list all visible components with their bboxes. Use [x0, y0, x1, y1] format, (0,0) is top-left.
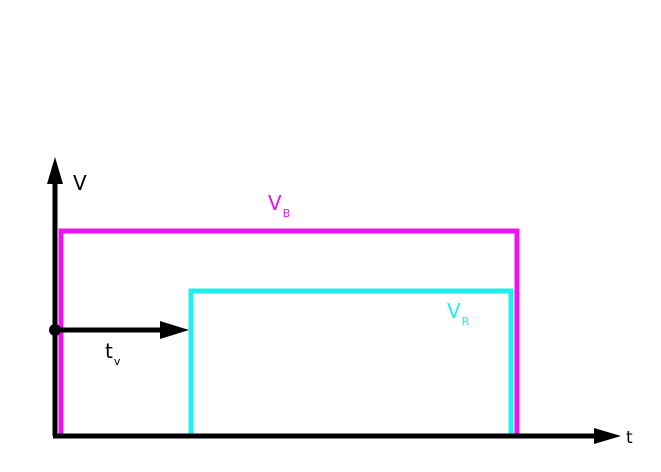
signal-vb-outline	[58, 228, 520, 436]
delay-label: tv	[105, 339, 121, 368]
delay-arrowhead	[160, 321, 189, 339]
y-axis-arrowhead	[47, 157, 63, 184]
signal-vb-label: VB	[268, 191, 290, 220]
signal-vr-outline	[188, 288, 514, 436]
delay-origin-dot	[49, 324, 61, 336]
y-axis-label: V	[73, 171, 87, 195]
signal-vr-label: VR	[447, 299, 470, 328]
x-axis-arrowhead	[594, 428, 621, 444]
x-axis-label: t	[626, 428, 633, 448]
